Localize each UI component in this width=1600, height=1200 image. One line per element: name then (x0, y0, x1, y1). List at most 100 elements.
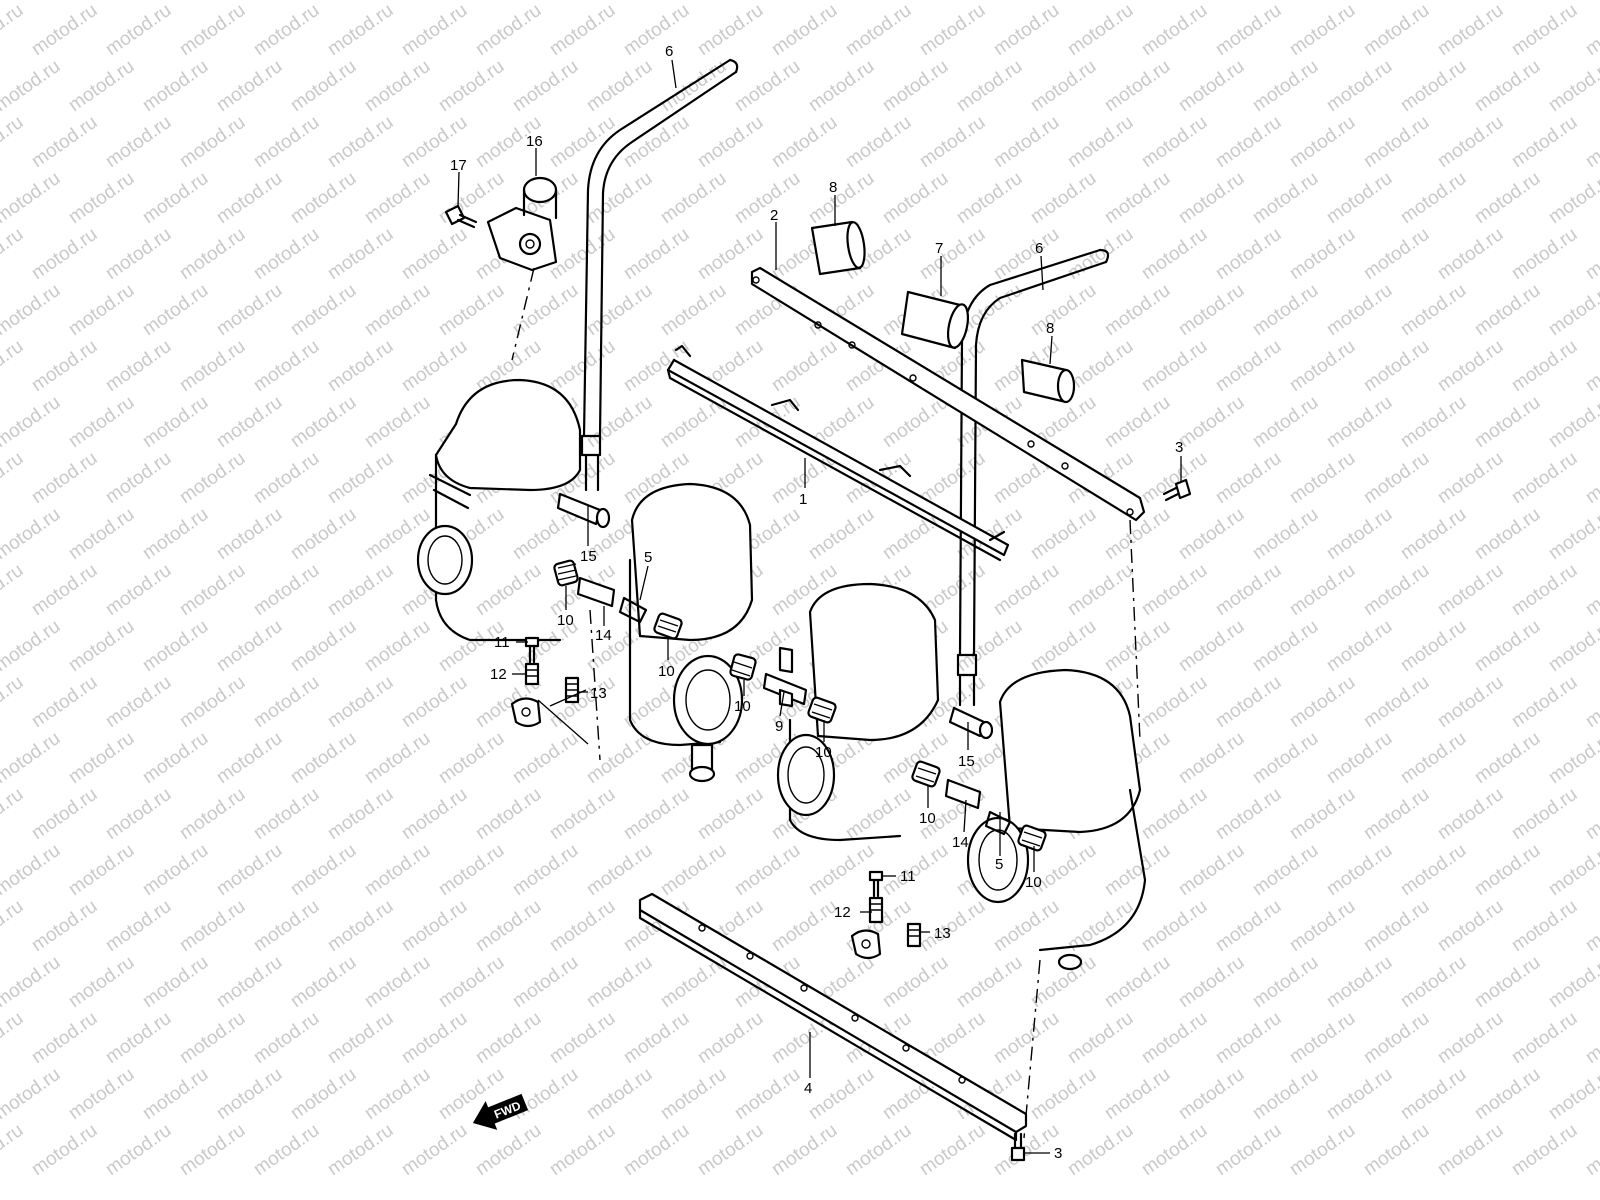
watermark-text: motod.ru (1175, 952, 1248, 1012)
hose-part-10-a (553, 559, 579, 587)
watermark-text: motod.ru (213, 952, 286, 1012)
watermark-text: motod.ru (1360, 1120, 1433, 1180)
watermark-text: motod.ru (0, 1008, 27, 1068)
watermark-text: motod.ru (1212, 1008, 1285, 1068)
watermark-text: motod.ru (250, 448, 323, 508)
watermark-text: motod.ru (509, 952, 582, 1012)
watermark-text: motod.ru (176, 336, 249, 396)
callout-5-left: 5 (644, 549, 652, 566)
watermark-text: motod.ru (1027, 1064, 1100, 1124)
watermark-text: motod.ru (657, 168, 730, 228)
watermark-text: motod.ru (1138, 1008, 1211, 1068)
watermark-text: motod.ru (1397, 280, 1470, 340)
watermark-text: motod.ru (879, 56, 952, 116)
watermark-text: motod.ru (842, 0, 915, 60)
hose-part-10-d (807, 696, 837, 724)
watermark-text: motod.ru (768, 0, 841, 60)
watermark-text: motod.ru (1138, 896, 1211, 956)
watermark-text: motod.ru (583, 280, 656, 340)
watermark-text: motod.ru (990, 1120, 1063, 1180)
watermark-text: motod.ru (1286, 0, 1359, 60)
watermark-text: motod.ru (472, 1008, 545, 1068)
watermark-text: motod.ru (287, 0, 360, 4)
watermark-text: motod.ru (1138, 336, 1211, 396)
watermark-text: motod.ru (361, 0, 434, 4)
watermark-text: motod.ru (1582, 112, 1600, 172)
watermark-text: motod.ru (879, 168, 952, 228)
watermark-text: motod.ru (0, 1064, 64, 1124)
watermark-text: motod.ru (657, 0, 730, 4)
watermark-text: motod.ru (1212, 0, 1285, 60)
watermark-text: motod.ru (28, 224, 101, 284)
watermark-text: motod.ru (1286, 672, 1359, 732)
watermark-text: motod.ru (1582, 784, 1600, 844)
watermark-text: motod.ru (1360, 560, 1433, 620)
watermark-text: motod.ru (213, 840, 286, 900)
watermark-text: motod.ru (139, 728, 212, 788)
t-joint-part-9 (762, 646, 808, 708)
watermark-text: motod.ru (1323, 1064, 1396, 1124)
watermark-text: motod.ru (1545, 728, 1600, 788)
watermark-text: motod.ru (953, 0, 1026, 4)
watermark-text: motod.ru (1138, 560, 1211, 620)
watermark-text: motod.ru (694, 112, 767, 172)
watermark-text: motod.ru (1582, 0, 1600, 60)
watermark-text: motod.ru (1286, 560, 1359, 620)
watermark-text: motod.ru (1027, 0, 1100, 4)
watermark-text: motod.ru (1582, 672, 1600, 732)
watermark-text: motod.ru (1175, 728, 1248, 788)
watermark-text: motod.ru (1397, 56, 1470, 116)
watermark-text: motod.ru (102, 448, 175, 508)
watermark-text: motod.ru (1471, 616, 1544, 676)
watermark-text: motod.ru (620, 1120, 693, 1180)
watermark-text: motod.ru (361, 840, 434, 900)
watermark-text: motod.ru (805, 56, 878, 116)
watermark-text: motod.ru (1286, 112, 1359, 172)
watermark-text: motod.ru (398, 224, 471, 284)
watermark-text: motod.ru (1508, 784, 1581, 844)
callout-10-f: 10 (1025, 874, 1042, 891)
watermark-text: motod.ru (324, 672, 397, 732)
watermark-text: motod.ru (1323, 616, 1396, 676)
watermark-text: motod.ru (250, 560, 323, 620)
callout-3-upper: 3 (1175, 439, 1183, 456)
throttle-sensor-part-16 (486, 176, 558, 361)
callout-labels: 6 16 17 8 2 7 6 8 3 1 15 5 10 14 10 11 1… (450, 43, 1183, 1162)
watermark-text: motod.ru (1249, 392, 1322, 452)
watermark-text: motod.ru (176, 784, 249, 844)
watermark-text: motod.ru (1582, 448, 1600, 508)
watermark-text: motod.ru (1545, 280, 1600, 340)
watermark-text: motod.ru (1175, 56, 1248, 116)
watermark-text: motod.ru (1286, 224, 1359, 284)
watermark-text: motod.ru (28, 672, 101, 732)
watermark-text: motod.ru (102, 1008, 175, 1068)
watermark-text: motod.ru (250, 1008, 323, 1068)
watermark-text: motod.ru (1508, 1008, 1581, 1068)
watermark-text: motod.ru (731, 56, 804, 116)
watermark-text: motod.ru (0, 112, 27, 172)
joint-part-15-left (556, 492, 611, 529)
callout-9: 9 (775, 718, 783, 735)
watermark-text: motod.ru (1138, 0, 1211, 60)
watermark-text: motod.ru (102, 336, 175, 396)
callout-11-right: 11 (900, 868, 916, 885)
watermark-text: motod.ru (1471, 280, 1544, 340)
watermark-text: motod.ru (398, 1120, 471, 1180)
watermark-text: motod.ru (28, 448, 101, 508)
watermark-text: motod.ru (1323, 728, 1396, 788)
watermark-text: motod.ru (1249, 728, 1322, 788)
watermark-text: motod.ru (102, 784, 175, 844)
screw-part-17 (444, 204, 478, 229)
watermark-text: motod.ru (990, 896, 1063, 956)
watermark-text: motod.ru (176, 0, 249, 60)
watermark-text: motod.ru (768, 112, 841, 172)
watermark-text: motod.ru (1027, 280, 1100, 340)
watermark-text: motod.ru (0, 560, 27, 620)
watermark-text: motod.ru (28, 560, 101, 620)
watermark-text: motod.ru (65, 168, 138, 228)
watermark-text: motod.ru (398, 1008, 471, 1068)
watermark-text: motod.ru (1323, 168, 1396, 228)
watermark-text: motod.ru (102, 1120, 175, 1180)
watermark-text: motod.ru (1434, 784, 1507, 844)
watermark-text: motod.ru (1138, 784, 1211, 844)
